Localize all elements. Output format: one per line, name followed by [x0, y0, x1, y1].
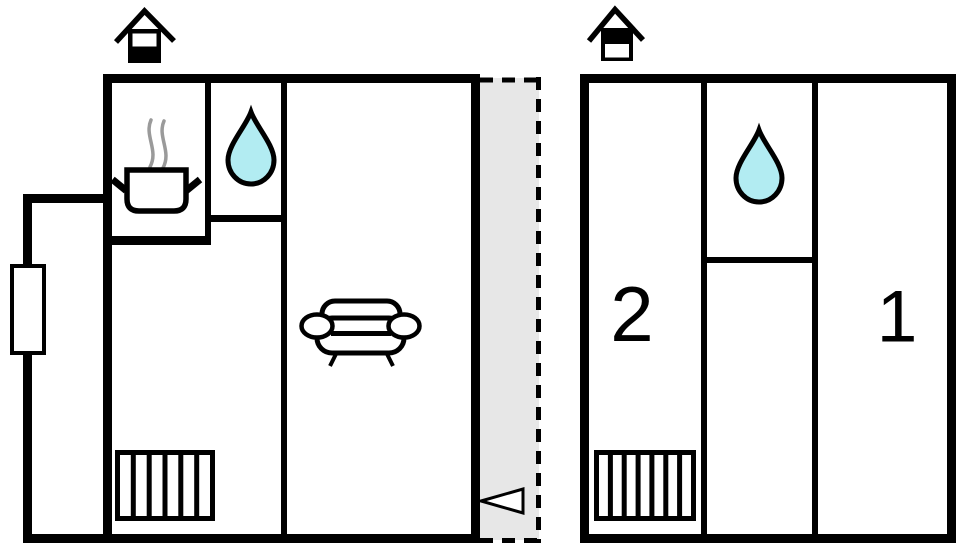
left-outer-wall-bottom: [23, 534, 480, 543]
passage-area: [480, 78, 539, 540]
right-outer-wall-bottom: [580, 534, 956, 543]
building-left: [10, 74, 480, 543]
right-bathroom-bottom-wall: [701, 257, 818, 263]
pot-handle-right: [184, 176, 203, 194]
stairs-treads: [130, 452, 200, 519]
annex-top-wall: [23, 194, 112, 203]
sofa-leg-right: [384, 351, 395, 367]
kitchen-bottom-wall: [112, 236, 211, 245]
water-drop-icon: [733, 122, 785, 205]
building-right: 2 1: [580, 74, 956, 543]
room-label-1: 1: [877, 277, 918, 358]
pot-body: [124, 167, 189, 214]
kitchen-right-wall: [205, 83, 211, 245]
stairs-icon: [115, 450, 215, 521]
sofa-armrest-left: [299, 312, 335, 340]
sofa-leg-left: [328, 351, 339, 367]
passage: [475, 77, 541, 543]
cooking-pot-icon: [110, 118, 203, 214]
left-outer-wall-right: [471, 74, 480, 543]
steam-icon: [147, 118, 155, 169]
bathroom-bottom-wall: [205, 215, 287, 222]
left-outer-wall-top: [103, 74, 480, 83]
sofa-icon: [299, 298, 422, 367]
hall-right-wall: [812, 83, 818, 539]
left-arrow-icon: [475, 487, 525, 515]
living-room-divider-wall: [281, 83, 287, 534]
room-label-2: 2: [610, 270, 653, 358]
annex-window: [10, 264, 46, 355]
right-outer-wall-left: [580, 74, 589, 543]
annex-left-wall: [23, 194, 32, 543]
sofa-armrest-right: [386, 312, 422, 340]
hall-left-wall: [701, 83, 707, 539]
right-outer-wall-right: [947, 74, 956, 543]
right-outer-wall-top: [580, 74, 956, 83]
left-outer-wall-left: [103, 74, 112, 543]
chimney-roof: [586, 5, 646, 43]
chimney-icon: [113, 7, 176, 63]
steam-icon: [160, 119, 168, 170]
chimney-icon: [586, 5, 646, 61]
stairs-icon: [594, 450, 696, 521]
chimney-roof: [113, 7, 176, 44]
chimney-box-window: [605, 44, 629, 58]
water-drop-icon: [225, 104, 277, 187]
pot-handle-left: [110, 176, 129, 194]
stairs-treads: [607, 452, 683, 519]
chimney-box-window: [132, 33, 157, 47]
